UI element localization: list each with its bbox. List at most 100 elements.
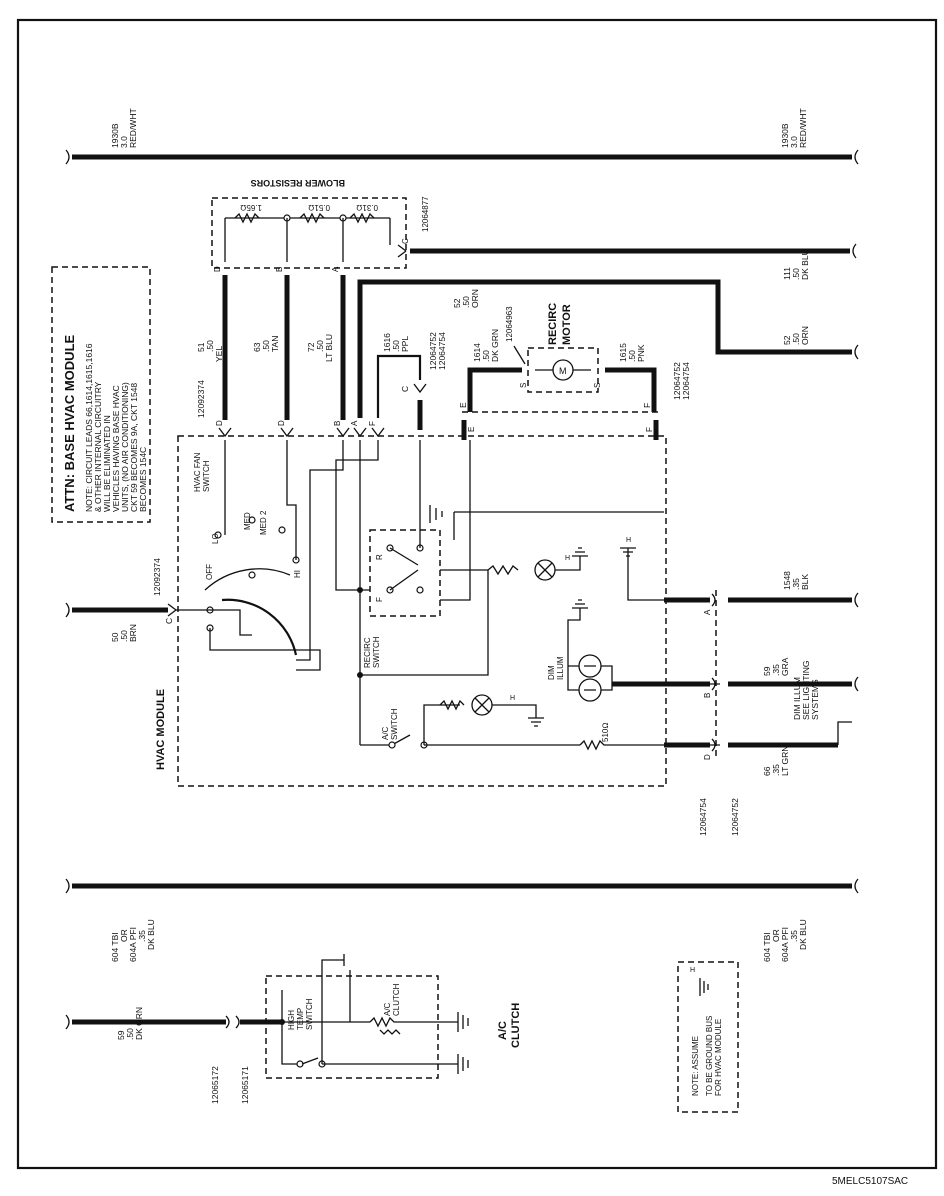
pin-label: F	[645, 427, 654, 432]
connector-label: 12092374	[196, 380, 206, 418]
wire-label: PNK	[636, 344, 646, 362]
wire-label: .50	[261, 340, 271, 352]
wire-label: YEL	[214, 346, 224, 362]
connector-label: 12064752	[730, 798, 740, 836]
fan-speed-wires: 51 .50 YEL 63 .50 TAN 72 .50 LT BLU 1209…	[196, 275, 346, 420]
ground-note-line: TO BE GROUND BUS	[705, 1016, 714, 1096]
wire-label: 604A PFI	[780, 927, 790, 962]
wire-label: .50	[125, 1028, 135, 1040]
wire-label: 63	[252, 342, 262, 352]
wire-50-brn: 50 .50 BRN 12092374 C	[65, 558, 210, 642]
pin-label: E	[467, 427, 476, 432]
ground-note-line: FOR HVAC MODULE	[714, 1019, 723, 1096]
pin-label: B	[333, 421, 342, 426]
connector-label: 12064754	[681, 362, 691, 400]
wire-label: .35	[771, 664, 781, 676]
wire-label: DK GRN	[134, 1007, 144, 1040]
attn-note-line: VEHICLES HAVING BASE HVAC	[111, 385, 121, 512]
dim-illum-ext-label: SEE LIGHTING	[801, 660, 811, 720]
ac-switch-label: SWITCH	[390, 708, 399, 740]
attn-note-line: BECOMES 154C	[138, 447, 148, 512]
attn-note-box: ATTN: BASE HVAC MODULE NOTE: CIRCUIT LEA…	[51, 266, 151, 523]
connector-label: 12064752	[428, 332, 438, 370]
wire-label: 51	[196, 342, 206, 352]
wire-label: PPL	[400, 336, 410, 352]
wire-label: .50	[791, 333, 801, 345]
wire-label: .35	[137, 930, 147, 942]
ac-clutch-title: CLUTCH	[510, 1003, 522, 1048]
connector-label: 12064877	[421, 196, 430, 232]
motor-symbol: M	[559, 366, 567, 376]
ground-label: H	[690, 967, 695, 974]
fan-switch-label: SWITCH	[202, 460, 211, 492]
fan-switch-label: HVAC FAN	[193, 452, 202, 492]
wire-label: RED/WHT	[798, 108, 808, 148]
connector-label: 12064752	[672, 362, 682, 400]
clutch-label: CLUTCH	[392, 983, 401, 1016]
dim-illum-label: DIM	[547, 665, 556, 680]
pin-label: A	[350, 420, 359, 426]
hvac-module: HVAC MODULE D D B A F E F HVAC FAN SWITC…	[155, 420, 720, 787]
recirc-motor: M RECIRC MOTOR 12064963 S S 1614 .50 DK …	[458, 303, 691, 413]
ground-bus-note: H NOTE: ASSUME TO BE GROUND BUS FOR HVAC…	[677, 961, 739, 1113]
pin-label: D	[277, 420, 286, 426]
attn-note-line: UNITS, (NO AIR CONDITIONING)	[120, 382, 130, 512]
wire-label: DK BLU	[800, 249, 810, 280]
wire-1616: 1616 .50 PPL 12064752 12064754 C	[376, 332, 447, 430]
wire-52-orn: 52 .50 ORN 52 .50 ORN	[357, 279, 859, 418]
wire-label: 66	[762, 766, 772, 776]
wire-label: 111	[782, 267, 792, 280]
fan-position-label: OFF	[205, 564, 214, 580]
pin-label: E	[458, 402, 468, 408]
wire-label: 604 TBI	[762, 932, 772, 962]
drawing-id: 5MELC5107SAC	[832, 1176, 908, 1187]
pin-label: B	[275, 267, 284, 272]
wire-label: .50	[315, 340, 325, 352]
connector-label: 12064754	[698, 798, 708, 836]
resistor-value: 510Ω	[601, 723, 610, 743]
wire-label: OR	[119, 929, 129, 942]
connector-label: 12064963	[505, 306, 514, 342]
ac-switch: A/C SWITCH H 510Ω	[360, 694, 720, 751]
wire-label: DK BLU	[798, 919, 808, 950]
power-bus-bottom: 604 TBI OR 604A PFI .35 DK BLU 604 TBI O…	[65, 878, 859, 962]
fan-position-label: MED	[243, 512, 252, 530]
wire-label: TAN	[270, 336, 280, 352]
connector-label: 12064754	[437, 332, 447, 370]
wire-label: 50	[110, 632, 120, 642]
hvac-fan-switch: HVAC FAN SWITCH OFF LO MED MED 2 HI	[193, 440, 344, 671]
recirc-switch: R F RECIRC SWITCH	[335, 440, 664, 745]
high-temp-switch-label: TEMP	[296, 1008, 305, 1030]
dim-illum-ext-label: DIM ILLUM	[792, 677, 802, 720]
pin-label: S	[593, 383, 602, 388]
wire-label: RED/WHT	[128, 108, 138, 148]
wire-label: 1616	[382, 333, 392, 352]
wire-label: OR	[771, 929, 781, 942]
wire-label: 1615	[618, 343, 628, 362]
wire-label: 3.0	[789, 136, 799, 148]
ac-clutch-title: A/C	[497, 1021, 509, 1040]
pin-label: C	[400, 386, 410, 392]
resistor-value: 0.31Ω	[356, 203, 378, 212]
wire-label: .35	[791, 578, 801, 590]
wire-label: 3.0	[119, 136, 129, 148]
pin-label: C	[164, 618, 174, 624]
fan-position-label: LO	[211, 533, 220, 544]
wire-111: 111 .50 DK BLU	[397, 243, 857, 280]
pin-label: A	[703, 609, 712, 615]
wire-label: 1548	[782, 571, 792, 590]
recirc-motor-title: RECIRC	[547, 303, 559, 345]
connector-label: 12092374	[152, 558, 162, 596]
module-ground: H	[620, 537, 700, 601]
wire-label: .50	[791, 268, 801, 280]
pin-label: F	[642, 403, 652, 408]
wire-label: 604 TBI	[110, 932, 120, 962]
connector-label: 12065171	[240, 1066, 250, 1104]
pin-label: S	[519, 383, 528, 388]
wire-label: LT GRN	[780, 746, 790, 776]
blower-resistors-title: BLOWER RESISTORS	[251, 178, 345, 188]
wire-label: .50	[481, 350, 491, 362]
recirc-indicator-lamp: H	[487, 547, 588, 581]
